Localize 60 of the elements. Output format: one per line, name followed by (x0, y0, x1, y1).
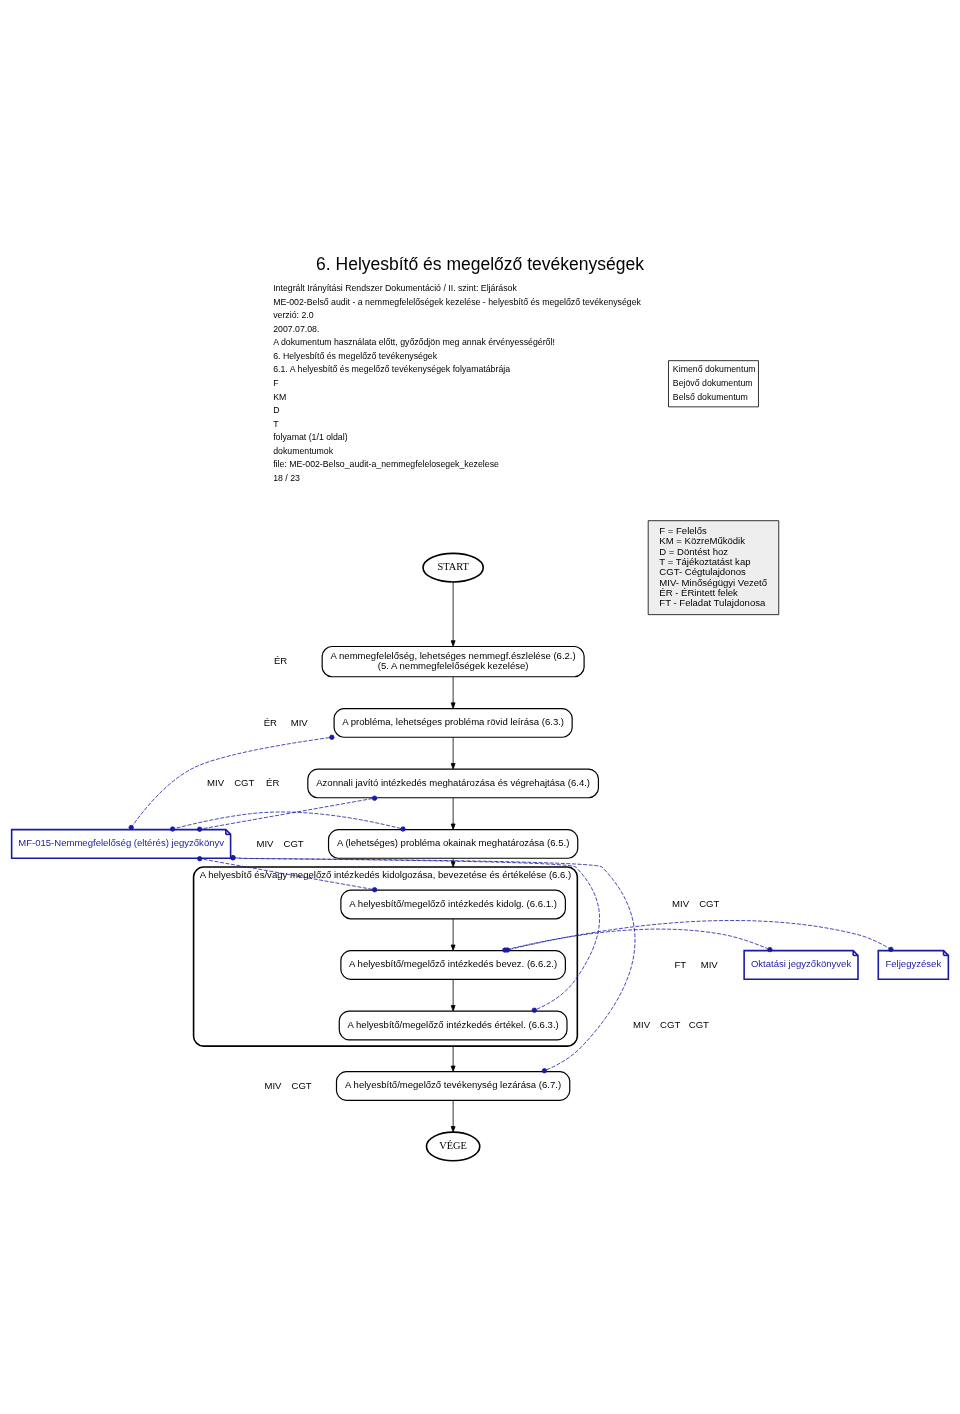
connector (230, 855, 636, 1074)
label: 6.1. A helyesbítő és megelőző tevékenységek folyamatábrája (273, 364, 511, 375)
node-label: CGT (660, 1019, 681, 1031)
label: verzió: 2.0 (273, 310, 314, 321)
node-label: ÉR (263, 716, 277, 728)
node-label: CGT (688, 1019, 709, 1031)
label: 2007.07.08. (273, 323, 320, 334)
label: ME-002-Belső audit - a nemmegfelelőségek kezelése - helyesbítő és megelőző tevékenységek (273, 296, 641, 307)
node-label: ÉR (266, 777, 280, 789)
legend-label: Bejövő dokumentum (672, 377, 753, 388)
label: folyamat (1/1 oldal) (273, 432, 348, 443)
node-box: A helyesbítő/megelőző intézkedés értékel. (6.6.3.) (338, 1010, 568, 1041)
arrow (450, 1045, 456, 1072)
arrow (450, 581, 456, 647)
label: A dokumentum használata előtt, győződjön meg annak érvényességéről! (273, 337, 555, 348)
legend-label: Belső dokumentum (672, 392, 748, 403)
node-label: CGT (699, 898, 720, 910)
node-box: A (lehetséges) probléma okainak meghatározása (6.5.) (327, 829, 579, 859)
node-label: ÉR (273, 655, 288, 667)
diagram-title: 6. Helyesbítő és megelőző tevékenységek (316, 254, 644, 275)
label: T (273, 418, 279, 429)
node-label: MIV (633, 1019, 651, 1031)
node-box: A probléma, lehetséges probléma rövid leírása (6.3.) (333, 708, 573, 738)
node-label: MIV (207, 777, 225, 789)
arrow (450, 737, 456, 770)
node-label: MIV (290, 716, 308, 728)
arrow (450, 1100, 456, 1133)
arrow (450, 797, 456, 830)
legend-label: Kimenő dokumentum (672, 363, 756, 374)
node-ellipse: START (422, 552, 484, 583)
arrow (450, 918, 456, 951)
arrow (450, 858, 456, 868)
node-label: CGT (234, 777, 255, 789)
node-label: CGT (283, 837, 304, 849)
node-label: MIV (700, 958, 718, 970)
node-label: CGT (291, 1079, 312, 1091)
label: 6. Helyesbítő és megelőző tevékenységek (273, 350, 438, 361)
node-label: FT (674, 958, 687, 970)
node-box: A helyesbítő/megelőző intézkedés bevez. (6.6.2.) (340, 950, 566, 980)
connector (197, 795, 378, 832)
connector (197, 856, 378, 893)
arrow (450, 676, 456, 709)
connector (128, 734, 335, 831)
label: file: ME-002-Belso_audit-a_nemmegfelelosegek_kezelese (273, 459, 499, 470)
label: F (273, 377, 279, 388)
node-box: F = Felelős KM = KözreMűködik D = Döntést hoz T = Tájékoztatást kap CGT- Cégtulajdonos MIV- Minőségügyi Vezető ÉR - ÉRintett felek FT - Feladat Tulajdonosa (647, 520, 780, 616)
node-label: MIV (672, 898, 690, 910)
label: 18 / 23 (273, 472, 300, 483)
connector (169, 811, 406, 832)
label: D (273, 405, 280, 416)
arrow (450, 979, 456, 1012)
node-box: A helyesbítő/megelőző tevékenység lezárása (6.7.) (335, 1071, 571, 1101)
label: dokumentumok (273, 445, 334, 456)
label: Integrált Irányítási Rendszer Dokumentáció / II. szint: Eljárások (273, 283, 517, 294)
node-box: A nemmegfelelőség, lehetséges nemmegf.észlelése (6.2.) (5. A nemmegfelelőségek kezelése) (321, 645, 585, 678)
node-ellipse: VÉGE (425, 1131, 481, 1162)
connector (230, 855, 600, 1013)
node-label: MIV (264, 1079, 282, 1091)
label: KM (273, 391, 287, 402)
node-label: MIV (256, 837, 274, 849)
